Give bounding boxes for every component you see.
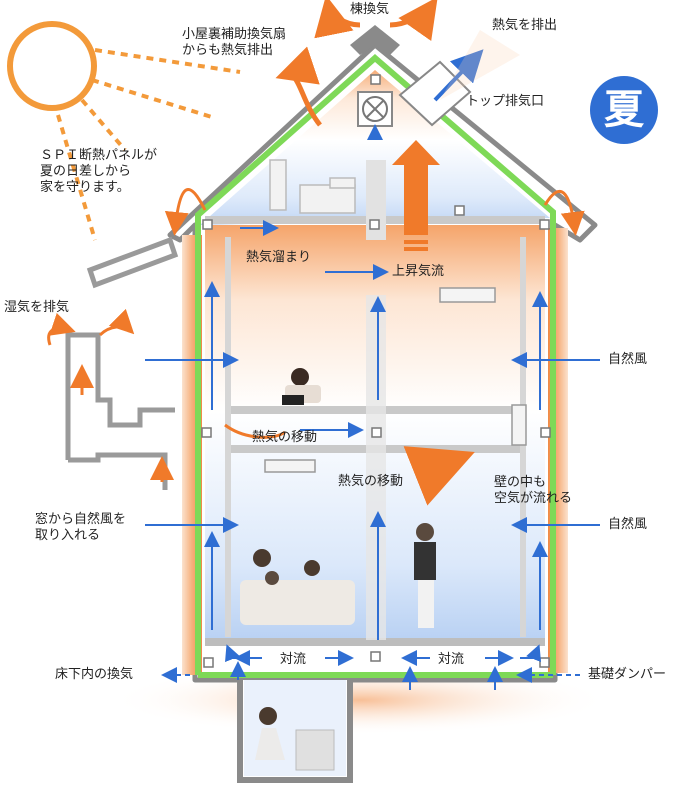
heat-move-lower-label: 熱気の移動 xyxy=(338,474,404,489)
summer-badge: 夏 xyxy=(590,76,658,144)
top-vent-label: トップ排気口 xyxy=(466,94,545,109)
natural-wind-upper-label: 自然風 xyxy=(608,352,648,367)
natural-wind-lower-label: 自然風 xyxy=(608,517,648,532)
window-wind-label: 窓から自然風を 取り入れる xyxy=(35,512,127,543)
vent-boxes xyxy=(201,74,551,668)
ridge-vent-label: 棟換気 xyxy=(350,2,390,17)
attic-furniture xyxy=(269,159,356,214)
people-illustration xyxy=(240,368,436,628)
left-annex xyxy=(65,236,179,490)
house-shell xyxy=(167,42,598,683)
airflow-arrows xyxy=(145,124,600,690)
convection-left-label: 対流 xyxy=(280,652,307,667)
foundation-damper-label: 基礎ダンパー xyxy=(588,667,667,682)
updraft-label: 上昇気流 xyxy=(392,264,445,279)
underfloor-vent-label: 床下内の換気 xyxy=(55,667,134,682)
humid-exhaust-label: 湿気を排気 xyxy=(4,300,70,315)
heat-move-upper-label: 熱気の移動 xyxy=(252,430,318,445)
heat-flow-arrows xyxy=(47,0,585,506)
wall-air-label: 壁の中も 空気が流れる xyxy=(494,475,573,506)
basement xyxy=(237,680,353,783)
exhaust-arrow xyxy=(433,49,484,102)
heat-pool-label: 熱気溜まり xyxy=(246,250,312,265)
sun-icon xyxy=(7,21,241,241)
exhaust-heat-label: 熱気を排出 xyxy=(492,18,558,33)
updraft-arrow xyxy=(392,140,440,235)
spi-panel-label: ＳＰＩ断熱パネルが 夏の日差しから 家を守ります。 xyxy=(40,148,158,195)
convection-right-label: 対流 xyxy=(438,652,465,667)
attic-fan-label: 小屋裏補助換気扇 からも熱気排出 xyxy=(182,27,287,58)
ridge-vent xyxy=(350,25,400,55)
attic-fan-icon xyxy=(357,91,393,127)
ac-units xyxy=(264,287,527,473)
